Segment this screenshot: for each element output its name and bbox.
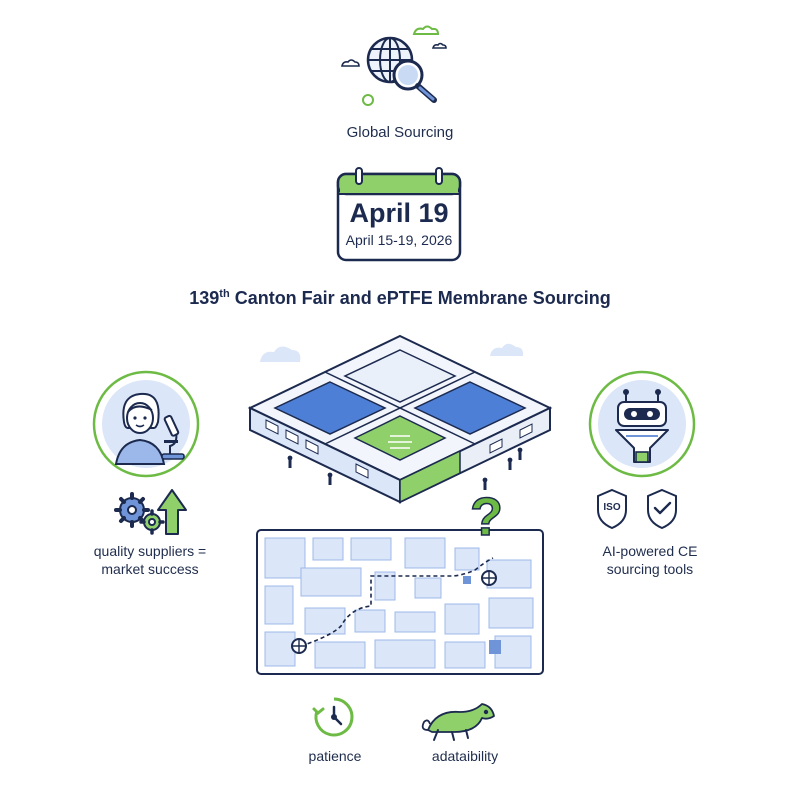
clock-icon [312,697,354,737]
exhibition-hall-illustration [247,334,553,504]
robot-funnel-icon [588,370,696,478]
quality-suppliers-line2: market success [101,561,199,577]
chameleon-icon [421,703,495,741]
quality-suppliers-line1: quality suppliers = [93,543,207,559]
globe-search-icon [341,25,447,106]
page-title: 139th Canton Fair and ePTFE Membrane Sou… [100,288,700,309]
patience-label: patience [308,748,362,764]
ai-sourcing-line1: AI-powered CE [602,543,698,559]
iso-badge-icon [597,488,627,530]
calendar-icon [336,167,462,262]
iso-badge-text: ISO [603,502,621,513]
scientist-microscope-icon [92,370,200,478]
shield-check-icon [647,488,677,530]
city-map [256,529,544,675]
title-text: Canton Fair and ePTFE Membrane Sourcing [229,288,611,308]
ai-sourcing-line2: sourcing tools [606,561,694,577]
quality-suppliers-label: quality suppliers = market success [60,542,240,578]
title-suffix: th [219,288,230,300]
adaptability-label: adataibility [431,748,499,764]
question-mark-icon: ? [469,487,504,547]
ai-sourcing-label: AI-powered CE sourcing tools [560,542,740,578]
calendar-date-range: April 15-19, 2026 [345,232,453,248]
global-sourcing-label: Global Sourcing [346,124,454,141]
gears-growth-icon [114,489,187,535]
title-number: 139 [189,288,220,308]
calendar-date: April 19 [349,198,449,228]
